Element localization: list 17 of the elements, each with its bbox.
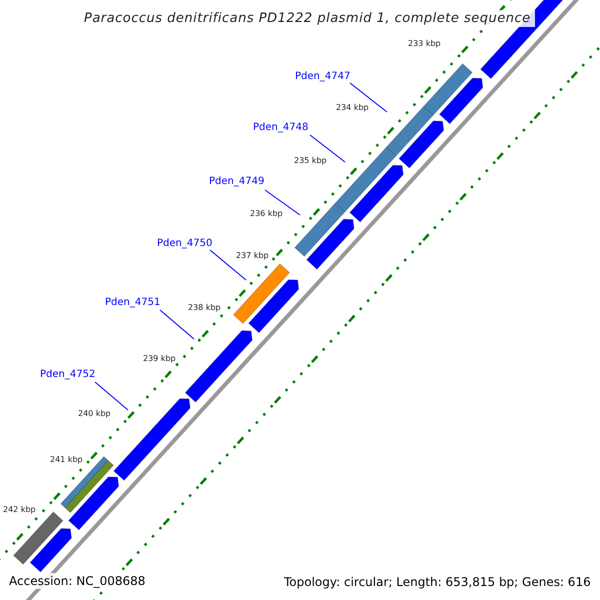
scale-label: 238 kbp [188, 304, 221, 312]
scale-label: 241 kbp [50, 456, 83, 464]
scale-label: 240 kbp [78, 410, 111, 418]
scale-label: 233 kbp [408, 40, 441, 48]
scale-label: 234 kbp [336, 104, 369, 112]
scale-label: 242 kbp [3, 506, 36, 514]
scale-label: 236 kbp [250, 210, 283, 218]
scale-label: 239 kbp [143, 355, 176, 363]
scale-label: 235 kbp [294, 157, 327, 165]
leader-line [264, 190, 300, 216]
topology-text: Topology: circular; Length: 653,815 bp; Genes: 616 [284, 576, 591, 588]
leader-line [210, 250, 246, 280]
leader-line [310, 134, 346, 162]
leader-line [94, 382, 128, 410]
scale-label: 237 kbp [236, 252, 269, 260]
leader-line [160, 310, 194, 340]
leader-line [350, 82, 388, 112]
